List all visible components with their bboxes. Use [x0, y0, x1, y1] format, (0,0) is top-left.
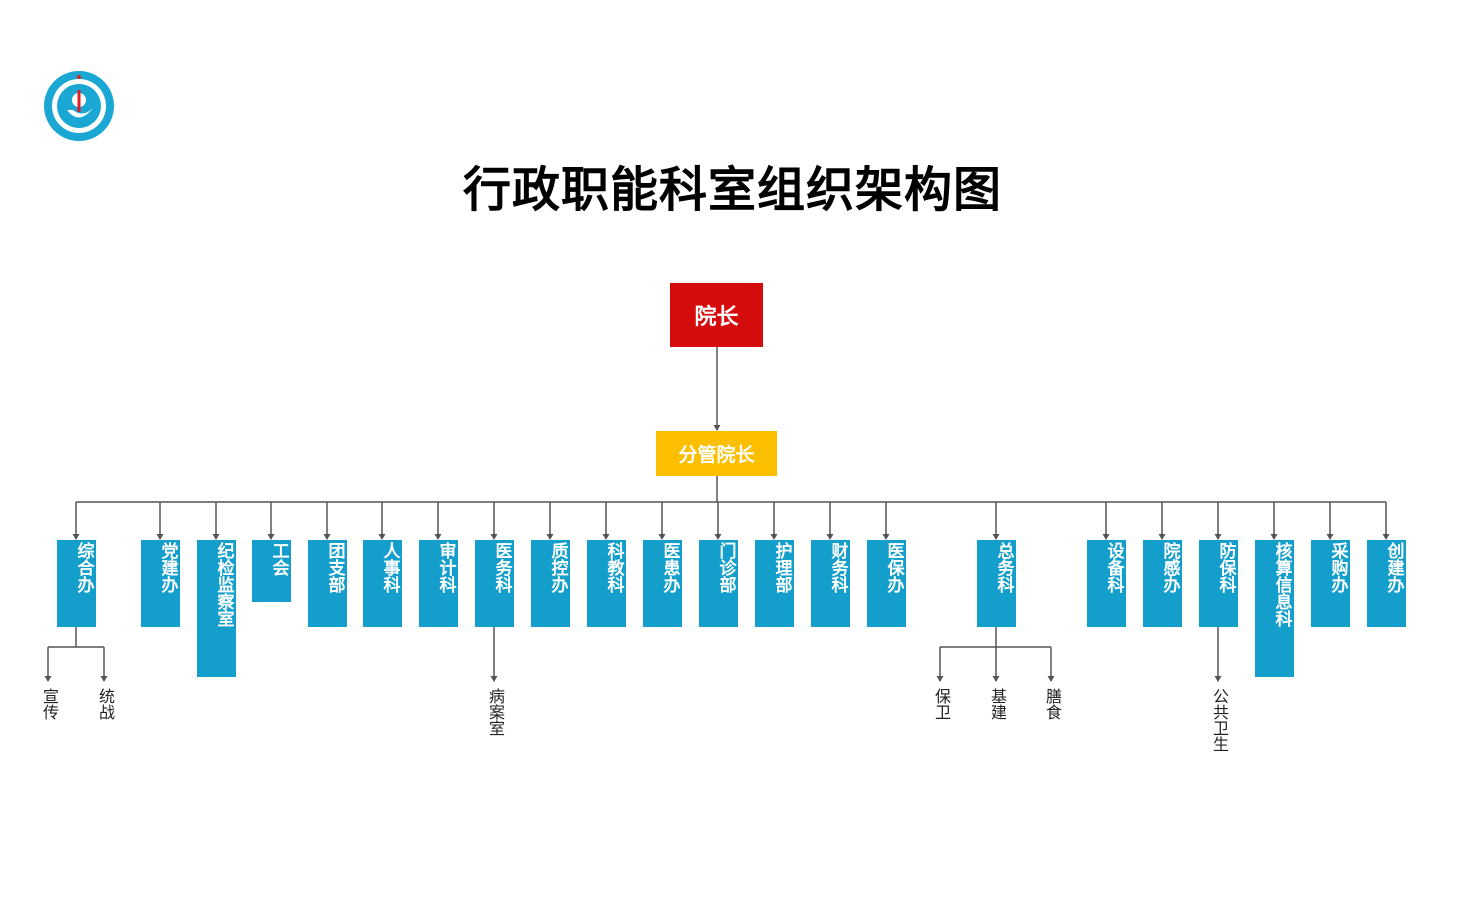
president-box: 院长: [670, 283, 763, 347]
department-drop-arrow: [72, 534, 80, 540]
department-drop-arrow: [1270, 534, 1278, 540]
president-to-vice-arrow: [713, 425, 721, 431]
sub-unit-arrow: [936, 676, 944, 682]
sub-unit-arrow: [44, 676, 52, 682]
department-drop-arrow: [546, 534, 554, 540]
department-box: 门诊部: [698, 540, 738, 627]
department-box: 医保办: [866, 540, 906, 627]
department-drop-arrow: [826, 534, 834, 540]
vice-president-box: 分管院长: [656, 431, 777, 476]
department-box: 医务科: [474, 540, 514, 627]
department-drop-arrow: [714, 534, 722, 540]
department-drop-arrow: [1214, 534, 1222, 540]
department-drop-arrow: [1382, 534, 1390, 540]
sub-unit-label: 统战: [96, 688, 115, 720]
department-drop-arrow: [378, 534, 386, 540]
department-box: 核算信息科: [1254, 540, 1294, 677]
department-box: 纪检监察室: [196, 540, 236, 677]
department-box: 工会: [251, 540, 291, 602]
department-drop-arrow: [1326, 534, 1334, 540]
department-box: 人事科: [362, 540, 402, 627]
department-box: 质控办: [530, 540, 570, 627]
department-box: 科教科: [586, 540, 626, 627]
department-box: 财务科: [810, 540, 850, 627]
department-box: 采购办: [1310, 540, 1350, 627]
department-box: 创建办: [1366, 540, 1406, 627]
page-title: 行政职能科室组织架构图: [462, 162, 1002, 218]
department-box: 防保科: [1198, 540, 1238, 627]
sub-unit-arrow: [1214, 676, 1222, 682]
department-box: 总务科: [976, 540, 1016, 627]
department-drop-arrow: [323, 534, 331, 540]
department-box: 院感办: [1142, 540, 1182, 627]
department-drop-arrow: [770, 534, 778, 540]
department-box: 审计科: [418, 540, 458, 627]
department-drop-arrow: [267, 534, 275, 540]
department-drop-arrow: [490, 534, 498, 540]
department-drop-arrow: [1102, 534, 1110, 540]
sub-unit-arrow: [992, 676, 1000, 682]
department-drop-arrow: [602, 534, 610, 540]
department-box: 护理部: [754, 540, 794, 627]
sub-unit-arrow: [100, 676, 108, 682]
sub-unit-arrow: [490, 676, 498, 682]
hospital-logo-icon: [44, 71, 114, 141]
department-box: 党建办: [140, 540, 180, 627]
department-box: 设备科: [1086, 540, 1126, 627]
department-drop-arrow: [1158, 534, 1166, 540]
sub-unit-label: 基建: [988, 688, 1007, 720]
sub-unit-arrow: [1047, 676, 1055, 682]
department-drop-arrow: [658, 534, 666, 540]
department-box: 团支部: [307, 540, 347, 627]
sub-unit-label: 保卫: [932, 688, 951, 720]
department-drop-arrow: [156, 534, 164, 540]
sub-unit-label: 宣传: [40, 688, 59, 720]
department-drop-arrow: [434, 534, 442, 540]
department-drop-arrow: [882, 534, 890, 540]
sub-unit-label: 病案室: [486, 688, 505, 736]
sub-unit-label: 公共卫生: [1210, 688, 1229, 752]
department-drop-arrow: [992, 534, 1000, 540]
department-box: 综合办: [56, 540, 96, 627]
department-box: 医患办: [642, 540, 682, 627]
department-drop-arrow: [212, 534, 220, 540]
sub-unit-label: 膳食: [1043, 688, 1062, 720]
